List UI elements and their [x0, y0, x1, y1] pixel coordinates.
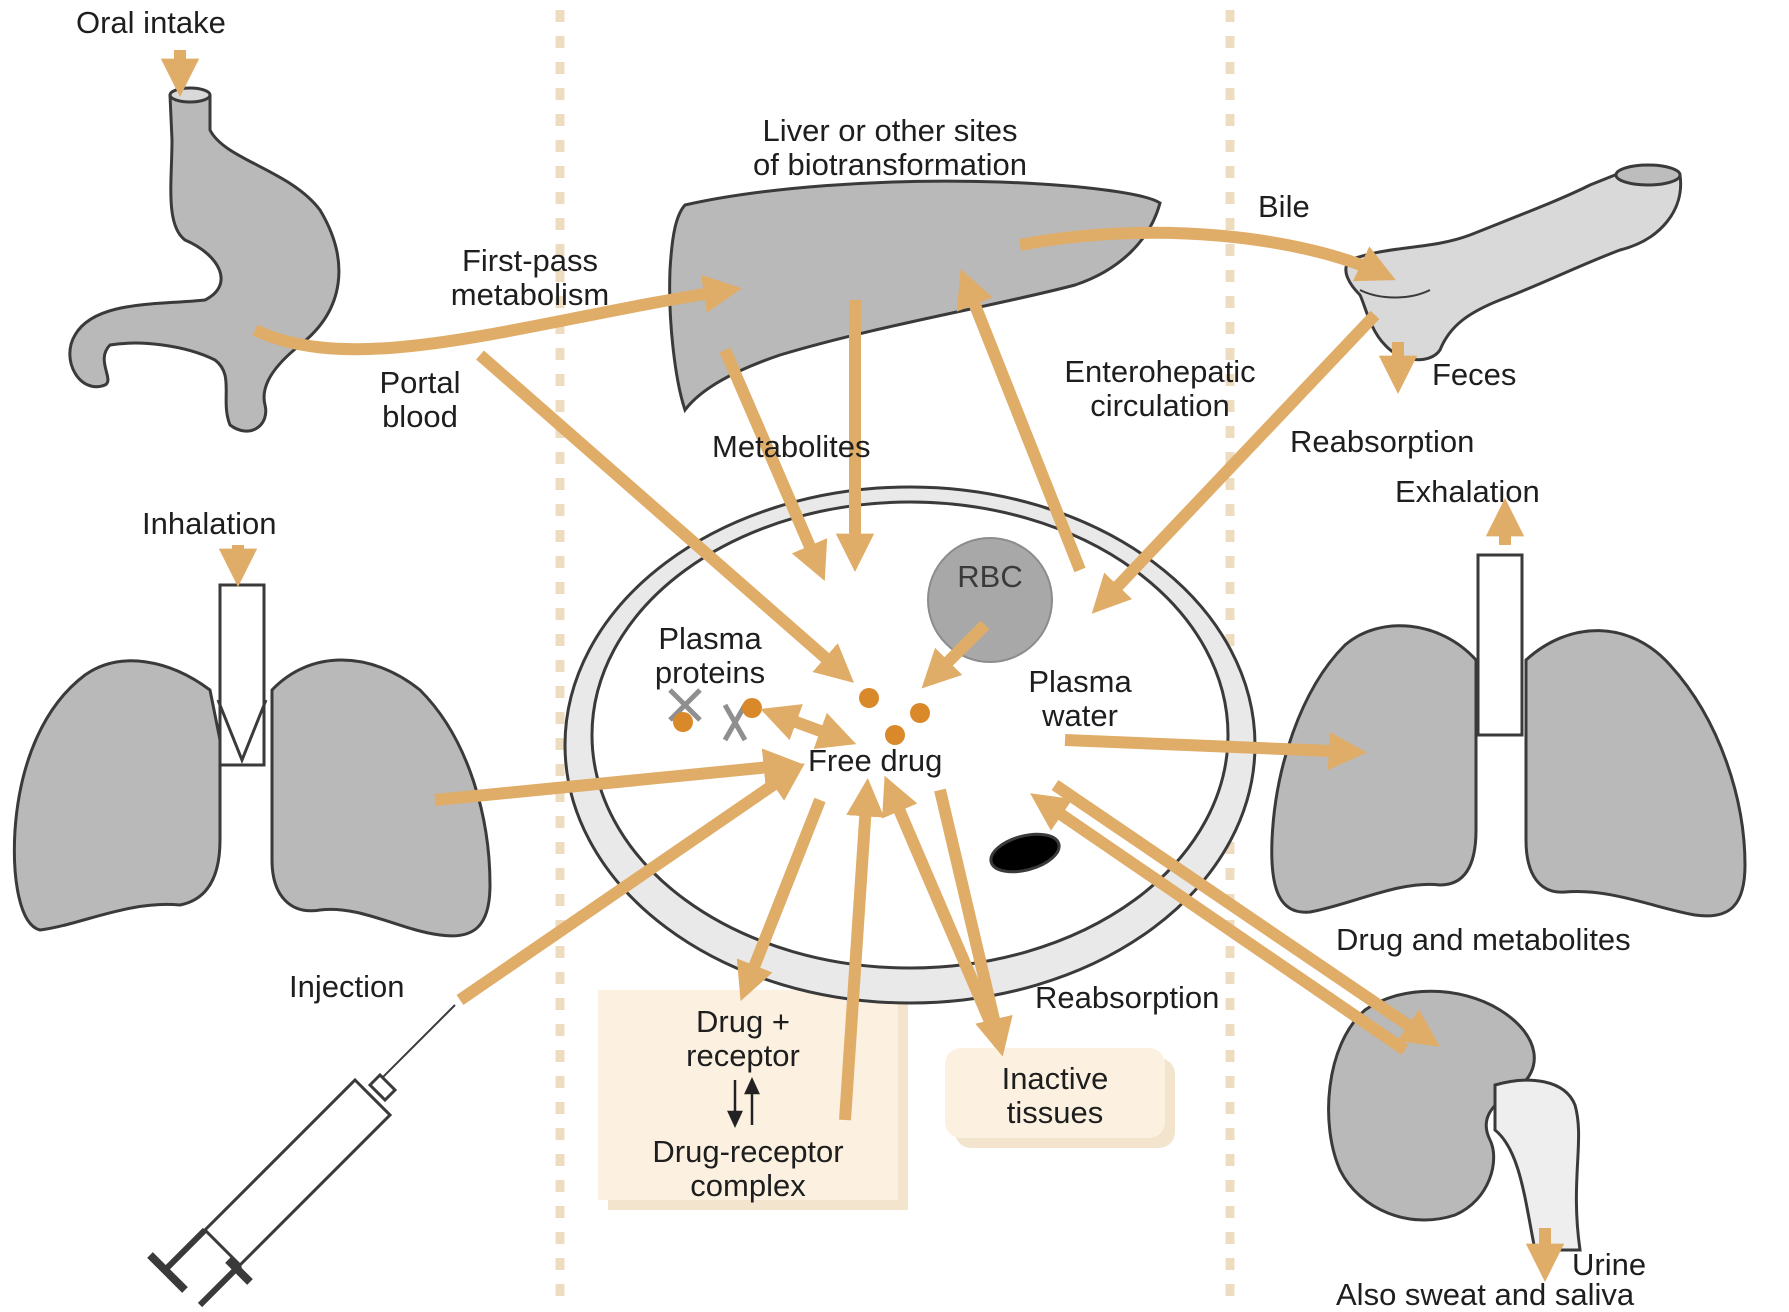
label-free-drug: Free drug — [808, 744, 942, 778]
red-blood-cell-icon — [928, 538, 1052, 662]
label-oral-intake: Oral intake — [76, 6, 226, 40]
intestine-icon — [1346, 165, 1681, 360]
label-rbc: RBC — [930, 560, 1050, 594]
label-drug-and-metabolites: Drug and metabolites — [1336, 923, 1631, 957]
label-metabolites: Metabolites — [712, 430, 871, 464]
label-feces: Feces — [1432, 358, 1516, 392]
label-reabsorption-top: Reabsorption — [1290, 425, 1474, 459]
label-sweat-saliva: Also sweat and saliva — [1336, 1278, 1634, 1312]
label-inhalation: Inhalation — [142, 507, 276, 541]
stomach-icon — [70, 88, 339, 431]
label-exhalation: Exhalation — [1395, 475, 1540, 509]
label-reabsorption-bottom: Reabsorption — [1035, 981, 1219, 1015]
lungs-icon — [1272, 555, 1745, 916]
label-injection: Injection — [289, 970, 404, 1004]
syringe-icon — [150, 1005, 455, 1305]
label-bile: Bile — [1258, 190, 1310, 224]
lungs-icon — [14, 585, 490, 936]
label-drug-receptor: Drug +receptor — [618, 1005, 868, 1073]
